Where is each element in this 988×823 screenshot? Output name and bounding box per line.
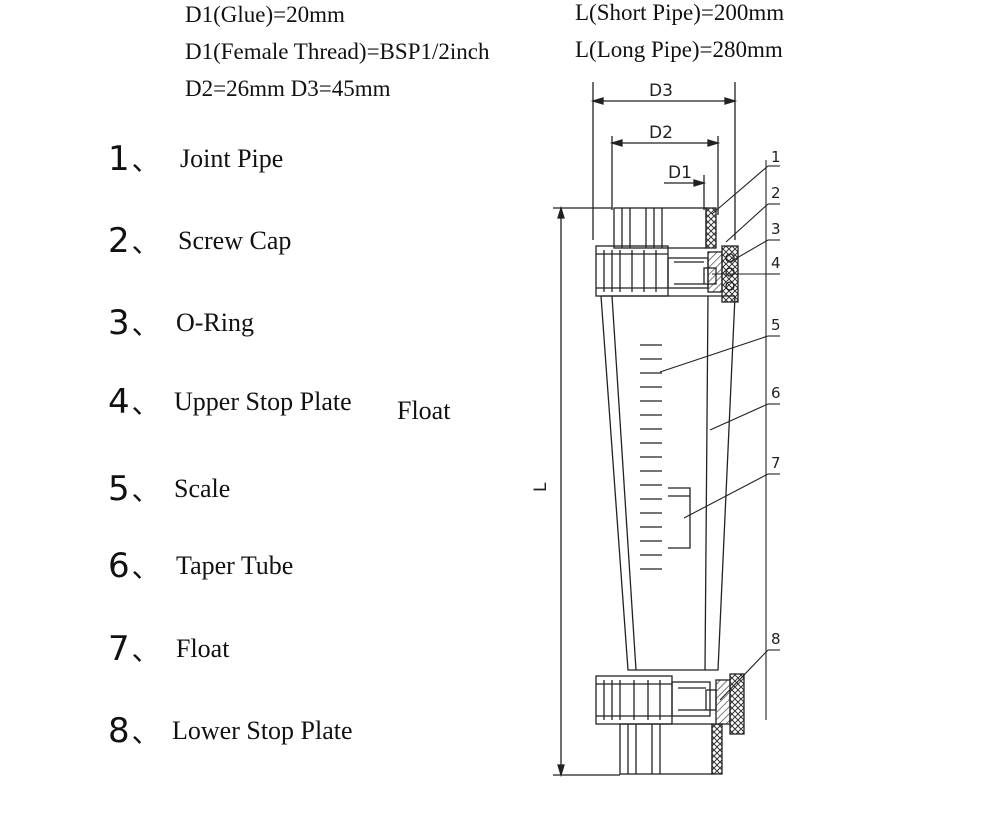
lower-screw-cap	[595, 675, 711, 725]
callout-3: 3	[771, 220, 781, 238]
float	[668, 487, 691, 549]
callout-4: 4	[771, 254, 781, 272]
part-6-number: 6、	[108, 546, 160, 586]
part-8-name: Lower Stop Plate	[172, 716, 353, 745]
callout-6: 6	[771, 384, 781, 402]
part-5-number: 5、	[108, 469, 160, 509]
dimension-l	[553, 205, 620, 778]
callout-2: 2	[771, 184, 781, 202]
spec-d1-glue: D1(Glue)=20mm	[185, 2, 345, 27]
callout-leaders	[659, 160, 780, 720]
spec-d2-d3: D2=26mm D3=45mm	[185, 76, 391, 101]
part-1-name: Joint Pipe	[180, 144, 284, 173]
part-4-name: Upper Stop Plate	[174, 387, 352, 416]
callout-5: 5	[771, 316, 781, 334]
upper-stop-plate	[703, 267, 717, 285]
upper-joint-pipe	[613, 207, 717, 249]
scale-ticks	[640, 344, 662, 570]
part-6-name: Taper Tube	[176, 551, 294, 580]
part-1-number: 1、	[108, 139, 160, 179]
label-d3: D3	[649, 81, 673, 101]
callout-7: 7	[771, 454, 781, 472]
dimension-d3	[590, 82, 738, 240]
label-l: L	[531, 482, 551, 492]
callout-8: 8	[771, 630, 781, 648]
taper-tube	[600, 295, 736, 671]
callout-1: 1	[771, 148, 781, 166]
lower-stop-plate	[705, 673, 745, 735]
label-d2: D2	[649, 123, 673, 143]
part-3-number: 3、	[108, 303, 160, 343]
dimension-d1	[664, 175, 707, 210]
spec-l-short: L(Short Pipe)=200mm	[575, 0, 785, 25]
part-5-name: Scale	[174, 474, 231, 503]
spec-d1-female-thread: D1(Female Thread)=BSP1/2inch	[185, 39, 490, 64]
part-7-number: 7、	[108, 629, 160, 669]
part-2-number: 2、	[108, 221, 160, 261]
stray-float-label: Float	[397, 396, 451, 425]
spec-l-long: L(Long Pipe)=280mm	[575, 37, 783, 62]
lower-joint-pipe	[619, 723, 723, 775]
part-8-number: 8、	[108, 711, 160, 751]
dimension-d2	[609, 136, 721, 215]
part-4-number: 4、	[108, 382, 160, 422]
part-2-name: Screw Cap	[178, 226, 292, 255]
part-7-name: Float	[176, 634, 230, 663]
label-d1: D1	[668, 163, 692, 183]
part-3-name: O-Ring	[176, 308, 254, 337]
